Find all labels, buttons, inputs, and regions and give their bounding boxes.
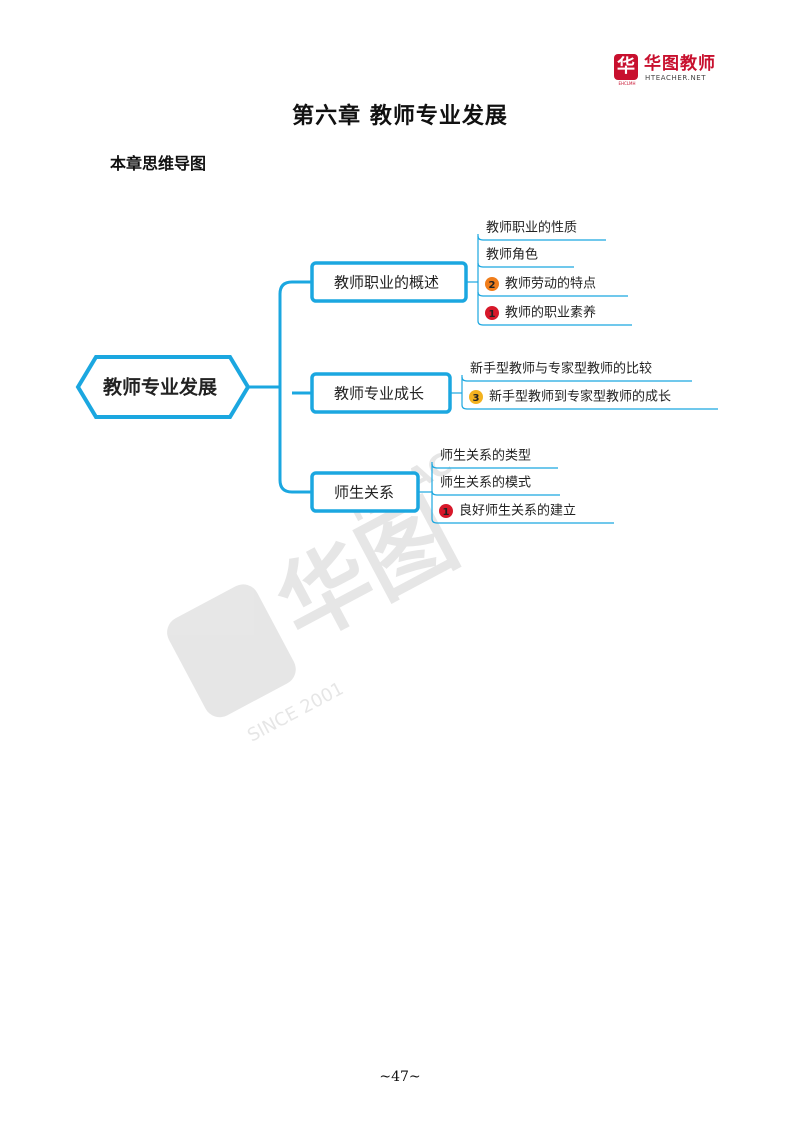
priority-badge-number: 2 <box>489 280 496 291</box>
priority-badge-icon <box>439 504 453 518</box>
item-underline <box>461 376 692 382</box>
watermark-mark-icon <box>167 584 296 718</box>
chapter-title: 第六章 教师专业发展 <box>292 103 508 129</box>
item-underline <box>461 404 718 410</box>
item-underline <box>477 291 628 297</box>
logo-brand-text: 华图教师 <box>644 54 716 74</box>
priority-badge-number: 3 <box>473 393 480 404</box>
item-underline <box>477 320 632 326</box>
page-number: ~47~ <box>379 1069 421 1085</box>
connector-trunk <box>278 280 293 494</box>
logo-mark-icon: 华 <box>614 54 638 80</box>
priority-badge-icon <box>485 306 499 320</box>
item-underline <box>477 262 574 268</box>
item-underline <box>431 490 560 496</box>
mindmap-item: 教师劳动的特点 <box>505 276 596 292</box>
item-underline <box>431 463 558 469</box>
section-heading: 本章思维导图 <box>110 154 207 173</box>
item-underline <box>431 518 614 524</box>
priority-badge-number: 1 <box>489 309 496 320</box>
mindmap-item: 教师角色 <box>486 247 538 263</box>
mindmap-item: 良好师生关系的建立 <box>459 503 576 519</box>
branch-node-label-3: 师生关系 <box>334 484 394 502</box>
branch-node-label-2: 教师专业成长 <box>334 385 424 403</box>
mindmap-item: 新手型教师与专家型教师的比较 <box>470 361 652 377</box>
mindmap-item: 师生关系的模式 <box>440 475 531 491</box>
root-node <box>75 355 251 419</box>
mindmap-item: 师生关系的类型 <box>440 448 531 464</box>
priority-badge-icon <box>469 390 483 404</box>
root-node-label: 教师专业发展 <box>103 376 217 399</box>
item-underline <box>477 235 606 241</box>
priority-badge-number: 1 <box>443 507 450 518</box>
mindmap-item: 教师的职业素养 <box>505 305 596 321</box>
logo-domain-text: HTEACHER.NET <box>645 74 707 82</box>
logo-mark-caption: EHCLMH <box>618 81 636 86</box>
branch-node-label-1: 教师职业的概述 <box>334 274 439 292</box>
mindmap-item: 教师职业的性质 <box>486 220 577 236</box>
mindmap-item: 新手型教师到专家型教师的成长 <box>489 389 671 405</box>
brand-logo: 华 EHCLMH 华图教师 HTEACHER.NET <box>614 54 734 88</box>
priority-badge-icon <box>485 277 499 291</box>
